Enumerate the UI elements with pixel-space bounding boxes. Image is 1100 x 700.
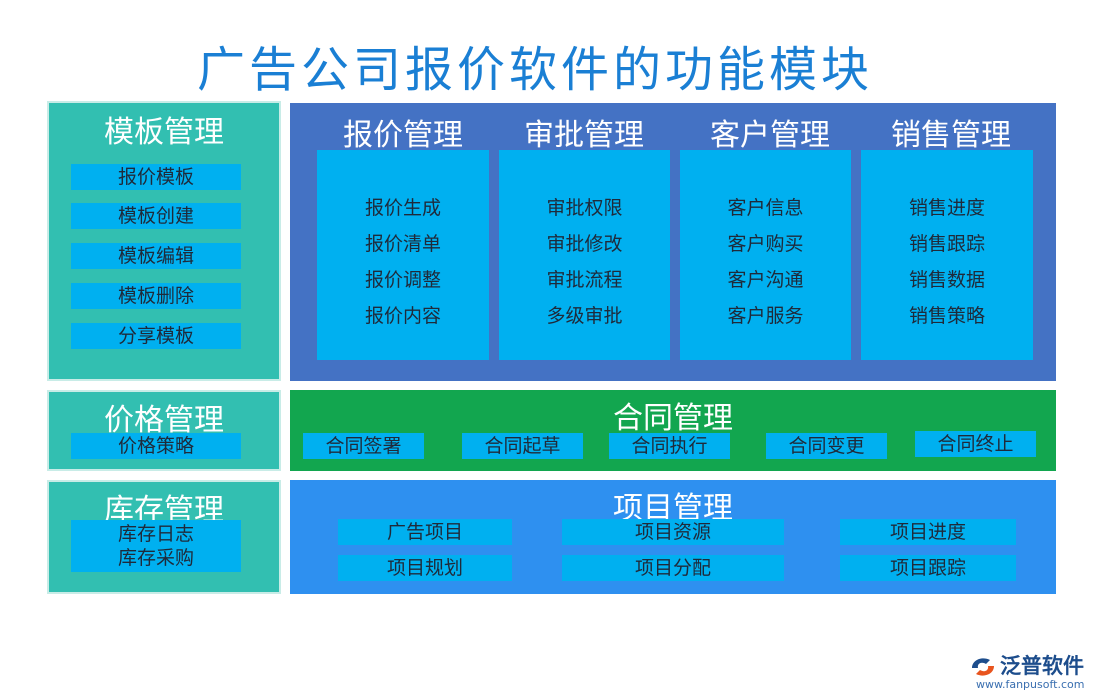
quote-item: 报价调整 bbox=[364, 269, 441, 291]
logo-mark-icon bbox=[972, 658, 994, 676]
sales-item: 销售进度 bbox=[908, 197, 985, 219]
quote-item: 报价清单 bbox=[364, 233, 441, 255]
inventory-item: 库存采购 bbox=[117, 547, 194, 569]
quote-mgmt-box: 报价生成 报价清单 报价调整 报价内容 bbox=[317, 150, 489, 360]
customer-item: 客户信息 bbox=[727, 197, 804, 219]
price-mgmt-panel: 价格管理 价格策略 bbox=[47, 390, 281, 471]
inventory-item: 库存日志 bbox=[117, 523, 194, 545]
quote-item: 报价生成 bbox=[364, 197, 441, 219]
template-mgmt-panel: 模板管理 报价模板 模板创建 模板编辑 模板删除 分享模板 bbox=[47, 101, 281, 381]
sales-item: 销售策略 bbox=[908, 305, 985, 327]
logo-url: www.fanpusoft.com bbox=[976, 678, 1085, 691]
template-item: 模板创建 bbox=[71, 203, 241, 229]
quote-mgmt-heading: 报价管理 bbox=[343, 118, 463, 153]
template-item: 模板删除 bbox=[71, 283, 241, 309]
sales-mgmt-heading: 销售管理 bbox=[891, 118, 1011, 153]
project-mgmt-panel: 项目管理 广告项目 项目资源 项目进度 项目规划 项目分配 项目跟踪 bbox=[290, 480, 1056, 594]
project-item: 项目规划 bbox=[338, 555, 512, 581]
project-item: 项目分配 bbox=[562, 555, 784, 581]
approval-mgmt-box: 审批权限 审批修改 审批流程 多级审批 bbox=[499, 150, 670, 360]
customer-item: 客户购买 bbox=[727, 233, 804, 255]
quote-item: 报价内容 bbox=[364, 305, 441, 327]
approval-mgmt-heading: 审批管理 bbox=[524, 118, 644, 153]
project-item: 广告项目 bbox=[338, 519, 512, 545]
project-item: 项目进度 bbox=[840, 519, 1016, 545]
approval-item: 多级审批 bbox=[546, 305, 623, 327]
company-logo: 泛普软件 www.fanpusoft.com bbox=[968, 650, 1093, 694]
sales-item: 销售跟踪 bbox=[908, 233, 985, 255]
sales-mgmt-box: 销售进度 销售跟踪 销售数据 销售策略 bbox=[861, 150, 1033, 360]
contract-item: 合同终止 bbox=[915, 431, 1036, 457]
price-mgmt-heading: 价格管理 bbox=[104, 403, 224, 438]
customer-item: 客户沟通 bbox=[727, 269, 804, 291]
logo-name: 泛普软件 bbox=[1000, 654, 1084, 678]
customer-mgmt-heading: 客户管理 bbox=[710, 118, 830, 153]
contract-item: 合同签署 bbox=[303, 433, 424, 459]
template-item: 模板编辑 bbox=[71, 243, 241, 269]
contract-mgmt-heading: 合同管理 bbox=[613, 401, 733, 436]
approval-item: 审批流程 bbox=[546, 269, 623, 291]
contract-item: 合同变更 bbox=[766, 433, 887, 459]
contract-item: 合同执行 bbox=[609, 433, 730, 459]
contract-item: 合同起草 bbox=[462, 433, 583, 459]
customer-mgmt-box: 客户信息 客户购买 客户沟通 客户服务 bbox=[680, 150, 851, 360]
inventory-items-box: 库存日志 库存采购 bbox=[71, 520, 241, 572]
project-item: 项目资源 bbox=[562, 519, 784, 545]
approval-item: 审批权限 bbox=[546, 197, 623, 219]
template-mgmt-heading: 模板管理 bbox=[104, 115, 224, 150]
template-item: 分享模板 bbox=[71, 323, 241, 349]
template-item: 报价模板 bbox=[71, 164, 241, 190]
approval-item: 审批修改 bbox=[546, 233, 623, 255]
inventory-mgmt-panel: 库存管理 库存日志 库存采购 bbox=[47, 480, 281, 594]
page-title: 广告公司报价软件的功能模块 bbox=[196, 42, 873, 98]
price-item: 价格策略 bbox=[71, 433, 241, 459]
project-item: 项目跟踪 bbox=[840, 555, 1016, 581]
sales-item: 销售数据 bbox=[908, 269, 985, 291]
customer-item: 客户服务 bbox=[727, 305, 804, 327]
contract-mgmt-panel: 合同管理 合同签署 合同起草 合同执行 合同变更 合同终止 bbox=[290, 390, 1056, 471]
